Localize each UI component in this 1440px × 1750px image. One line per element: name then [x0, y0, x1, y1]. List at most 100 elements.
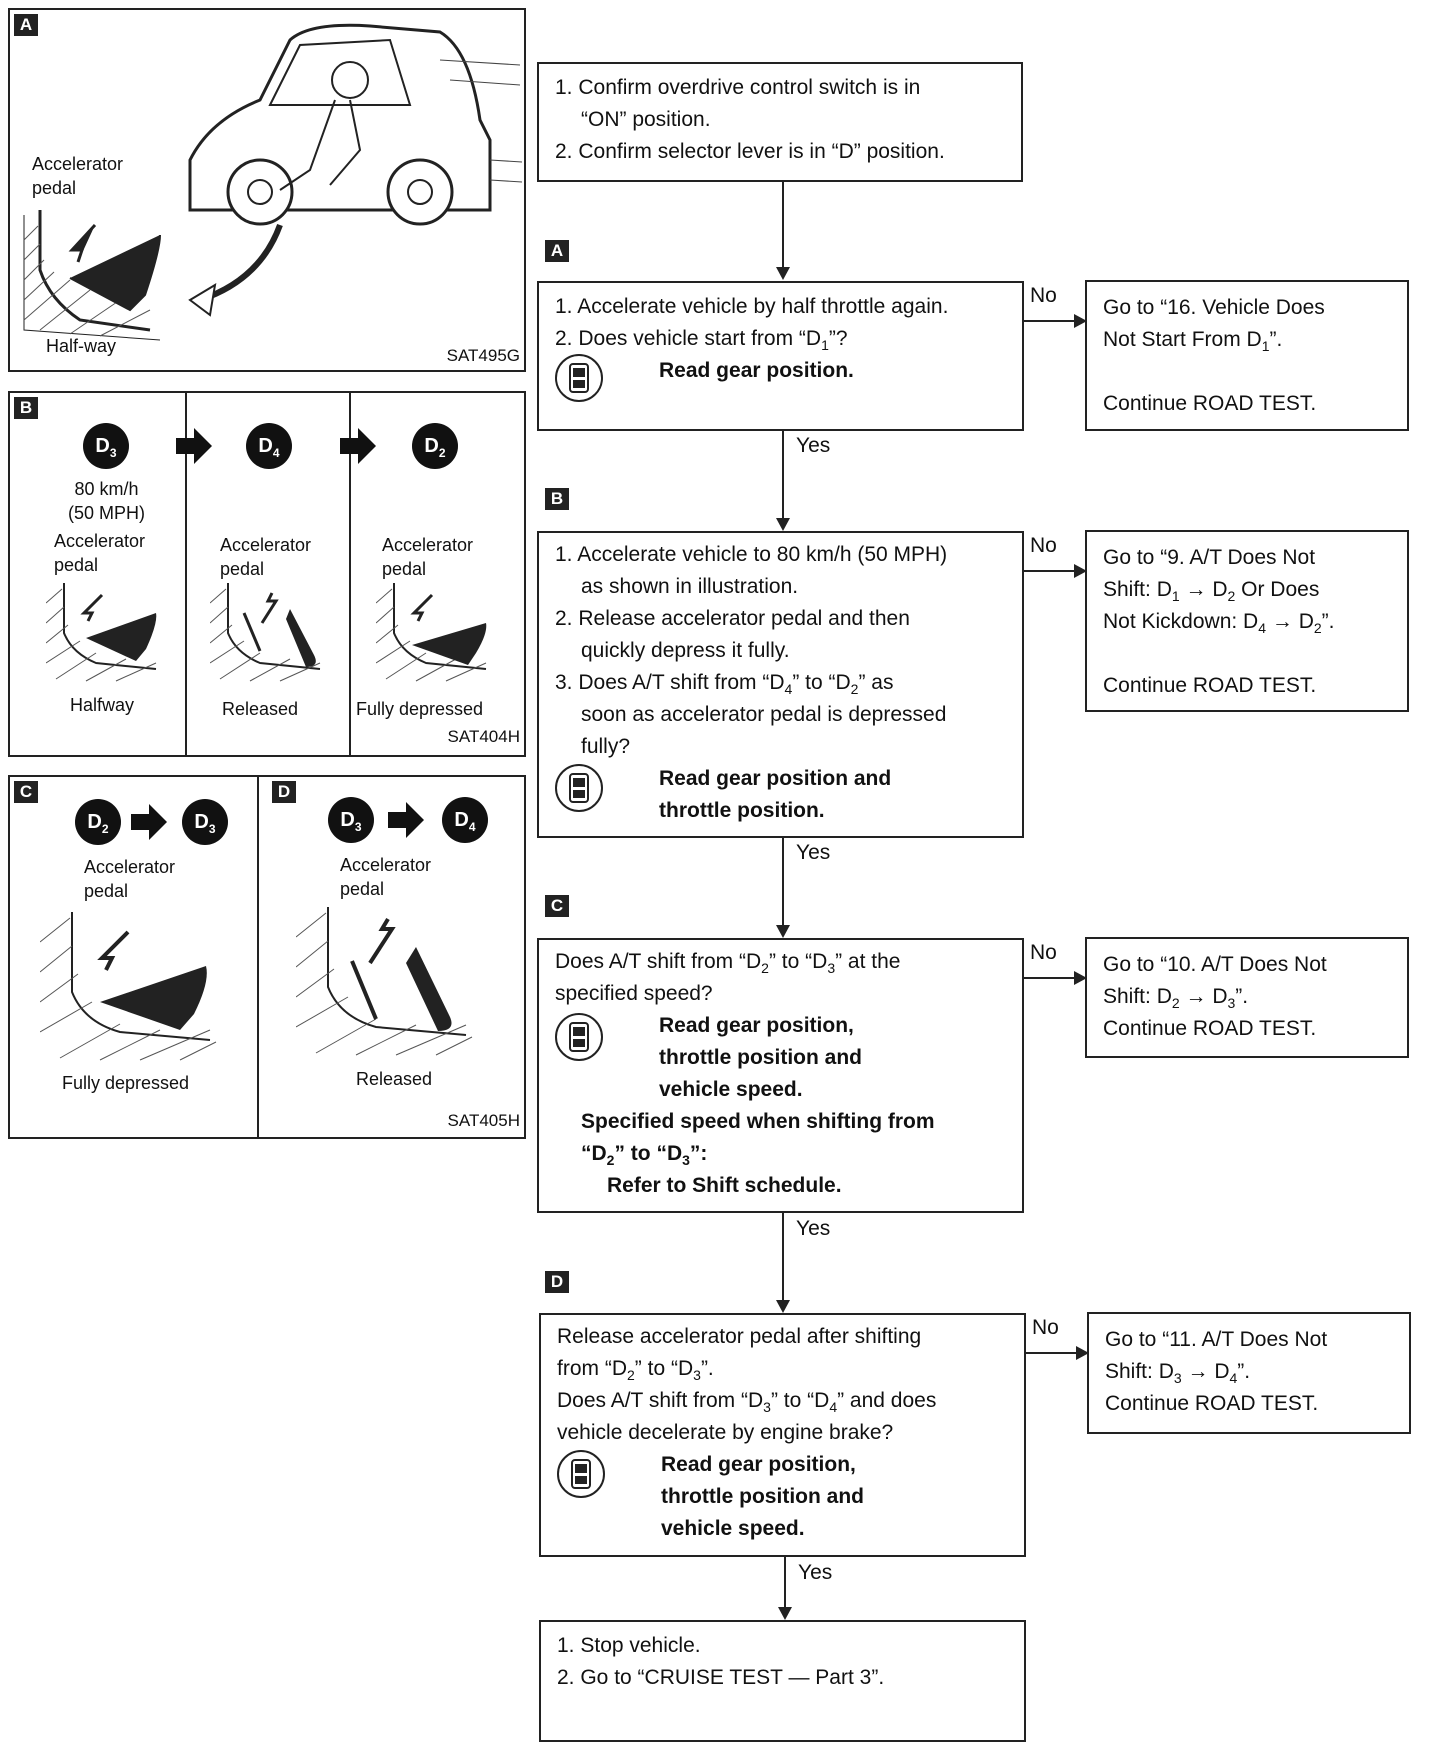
- flow-text-line: as shown in illustration.: [581, 575, 799, 598]
- flow-monitor-text: throttle position and: [659, 1046, 862, 1069]
- flow-text-line: 2. Does vehicle start from “D1”?: [555, 327, 848, 354]
- step-d-tag: D: [545, 1271, 569, 1293]
- panel-c-pedal-state: Fully depressed: [62, 1073, 190, 1093]
- flow-text-line: 1. Confirm overdrive control switch is i…: [555, 76, 921, 99]
- yes-label: Yes: [798, 1561, 833, 1584]
- consult-tester-icon: [555, 354, 603, 402]
- panel-d-tag: D: [272, 781, 296, 803]
- flow-text-line: Continue ROAD TEST.: [1105, 1392, 1319, 1415]
- flow-step-b-box: 1. Accelerate vehicle to 80 km/h (50 MPH…: [537, 531, 1024, 838]
- flow-text-line: Continue ROAD TEST.: [1103, 674, 1317, 697]
- no-label: No: [1032, 1316, 1059, 1339]
- flow-text-line: Not Kickdown: D4 → D2”.: [1103, 610, 1335, 637]
- panel-b-accelerator-label: Accelerator pedal: [220, 535, 312, 579]
- panel-b-divider: [349, 393, 351, 757]
- flow-connector: [782, 838, 784, 928]
- flow-arrow-down: [776, 1300, 790, 1313]
- panel-d-code: SAT405H: [447, 1111, 520, 1130]
- flow-result-a-box: Go to “16. Vehicle Does Not Start From D…: [1085, 280, 1409, 431]
- flow-step-c-box: Does A/T shift from “D2” to “D3” at the …: [537, 938, 1024, 1213]
- flow-text-line: 1. Accelerate vehicle by half throttle a…: [555, 295, 949, 318]
- gear-d4-badge: D4: [442, 797, 488, 843]
- flow-text-line: “ON” position.: [581, 108, 711, 131]
- flow-text-line: 3. Does A/T shift from “D4” to “D2” as: [555, 671, 894, 698]
- flow-result-c-box: Go to “10. A/T Does Not Shift: D2 → D3”.…: [1085, 937, 1409, 1058]
- flow-connector: [1024, 977, 1082, 979]
- shift-arrow-icon: [340, 428, 376, 464]
- car-driver-illustration: [23, 23, 523, 341]
- flow-arrow-down: [776, 267, 790, 280]
- flow-text-line: 2. Release accelerator pedal and then: [555, 607, 910, 630]
- flow-text-line: Go to “11. A/T Does Not: [1105, 1328, 1328, 1351]
- flow-text-line: Shift: D2 → D3”.: [1103, 985, 1249, 1012]
- flow-text-line: quickly depress it fully.: [581, 639, 790, 662]
- flow-arrow-down: [776, 925, 790, 938]
- yes-label: Yes: [796, 841, 831, 864]
- panel-a-tag: A: [14, 14, 38, 36]
- flow-connector: [782, 431, 784, 521]
- flow-text-line: Not Start From D1”.: [1103, 328, 1283, 355]
- flow-connector: [782, 1213, 784, 1303]
- consult-tester-icon: [557, 1450, 605, 1498]
- flow-connector: [782, 182, 784, 272]
- flow-text-line: 1. Accelerate vehicle to 80 km/h (50 MPH…: [555, 543, 948, 566]
- panel-d-accelerator-label: Accelerator pedal: [340, 855, 432, 899]
- flow-spacer: [1103, 356, 1391, 388]
- yes-label: Yes: [796, 434, 831, 457]
- pedal-released-illustration: [296, 907, 473, 1056]
- flow-spec-text: Specified speed when shifting from: [581, 1110, 935, 1133]
- consult-tester-icon: [555, 764, 603, 812]
- flow-monitor-text: vehicle speed.: [659, 1078, 803, 1101]
- shift-arrow-icon: [131, 804, 167, 840]
- pedal-state-halfway: Halfway: [70, 695, 135, 715]
- flow-monitor-text: Read gear position and: [659, 767, 892, 790]
- step-b-tag: B: [545, 488, 569, 510]
- pedal-fully-depressed-illustration: [376, 583, 487, 682]
- flow-text-line: 1. Stop vehicle.: [557, 1634, 701, 1657]
- flow-monitor-text: Read gear position,: [659, 1014, 854, 1037]
- pedal-released-illustration: [210, 583, 321, 682]
- gear-d3-badge: D3: [328, 797, 374, 843]
- flow-spec-text: “D2” to “D3”:: [581, 1142, 708, 1169]
- flow-start-box: 1. Confirm overdrive control switch is i…: [537, 62, 1023, 182]
- flow-arrow-right: [1076, 1346, 1089, 1360]
- panel-a-pedal-state: Half-way: [46, 336, 117, 356]
- flow-text-line: Go to “10. A/T Does Not: [1103, 953, 1327, 976]
- flow-text-line: Continue ROAD TEST.: [1103, 1017, 1317, 1040]
- step-a-tag: A: [545, 240, 569, 262]
- illustration-panel-cd: C D D2 D3 D3 D4 Accelerator pedal Accele…: [8, 775, 526, 1139]
- flow-text-line: Go to “16. Vehicle Does: [1103, 296, 1325, 319]
- no-label: No: [1030, 941, 1057, 964]
- flow-monitor-text: Read gear position.: [659, 359, 854, 382]
- shift-arrow-icon: [388, 802, 424, 838]
- gear-d4-badge: D4: [246, 423, 292, 469]
- gear-d3-badge: D3: [83, 423, 129, 469]
- panel-c-tag: C: [14, 781, 38, 803]
- flow-result-b-box: Go to “9. A/T Does Not Shift: D1 → D2 Or…: [1085, 530, 1409, 712]
- flow-text-line: Shift: D1 → D2 Or Does: [1103, 578, 1320, 605]
- panel-b-tag: B: [14, 397, 38, 419]
- gear-d2-badge: D2: [412, 423, 458, 469]
- flow-arrow-down: [776, 518, 790, 531]
- pedal-state-fully-depressed: Fully depressed: [356, 699, 484, 719]
- illustration-panel-b: B D3 D4 D2 80 km/h (50 MPH) Accelerator …: [8, 391, 526, 757]
- panel-a-code: SAT495G: [446, 346, 520, 365]
- yes-label: Yes: [796, 1217, 831, 1240]
- flow-text-line: soon as accelerator pedal is depressed: [581, 703, 947, 726]
- flow-monitor-text: throttle position.: [659, 799, 825, 822]
- gear-d2-badge: D2: [75, 799, 121, 845]
- flow-connector: [1024, 320, 1082, 322]
- flow-result-d-box: Go to “11. A/T Does Not Shift: D3 → D4”.…: [1087, 1312, 1411, 1434]
- flow-text-line: vehicle decelerate by engine brake?: [557, 1421, 894, 1444]
- flow-step-d-box: Release accelerator pedal after shifting…: [539, 1313, 1026, 1557]
- pedal-fully-depressed-illustration: [40, 912, 217, 1061]
- shift-arrow-icon: [176, 428, 212, 464]
- panel-b-code: SAT404H: [447, 727, 520, 746]
- no-label: No: [1030, 534, 1057, 557]
- flow-text-line: fully?: [581, 735, 631, 758]
- flow-text-line: 2. Confirm selector lever is in “D” posi…: [555, 140, 945, 163]
- flow-monitor-text: vehicle speed.: [661, 1517, 805, 1540]
- flow-text-line: Release accelerator pedal after shifting: [557, 1325, 922, 1348]
- flow-text-line: Shift: D3 → D4”.: [1105, 1360, 1251, 1387]
- gear-d3-badge: D3: [182, 799, 228, 845]
